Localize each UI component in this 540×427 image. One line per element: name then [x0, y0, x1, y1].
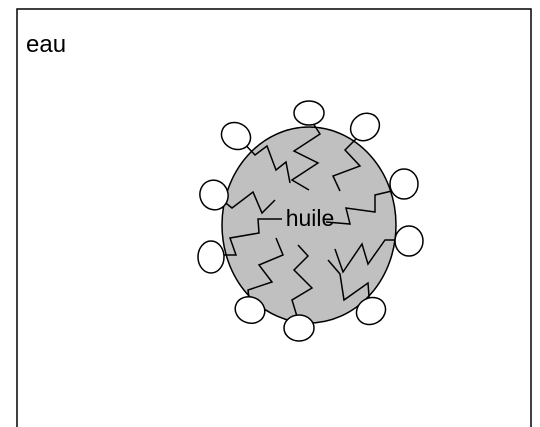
- head: [349, 112, 381, 142]
- tail: [216, 190, 276, 215]
- droplet-label: huile: [286, 205, 335, 231]
- head: [234, 296, 266, 324]
- tail: [334, 239, 405, 274]
- head: [220, 121, 252, 151]
- head: [293, 100, 325, 126]
- tail: [247, 237, 284, 308]
- tail: [236, 135, 291, 184]
- head: [199, 179, 229, 211]
- container-box: [16, 8, 532, 427]
- tail: [290, 116, 322, 191]
- tail: [217, 218, 282, 256]
- tail: [291, 244, 314, 324]
- head: [197, 240, 225, 274]
- medium-label: eau: [26, 31, 66, 58]
- head: [283, 314, 315, 342]
- head: [355, 296, 387, 326]
- head: [394, 225, 424, 257]
- surfactant-heads: [197, 100, 424, 342]
- tail: [331, 129, 366, 192]
- tail: [327, 259, 371, 311]
- head: [389, 168, 419, 200]
- tail: [325, 189, 397, 225]
- surfactant-tails: [216, 116, 405, 324]
